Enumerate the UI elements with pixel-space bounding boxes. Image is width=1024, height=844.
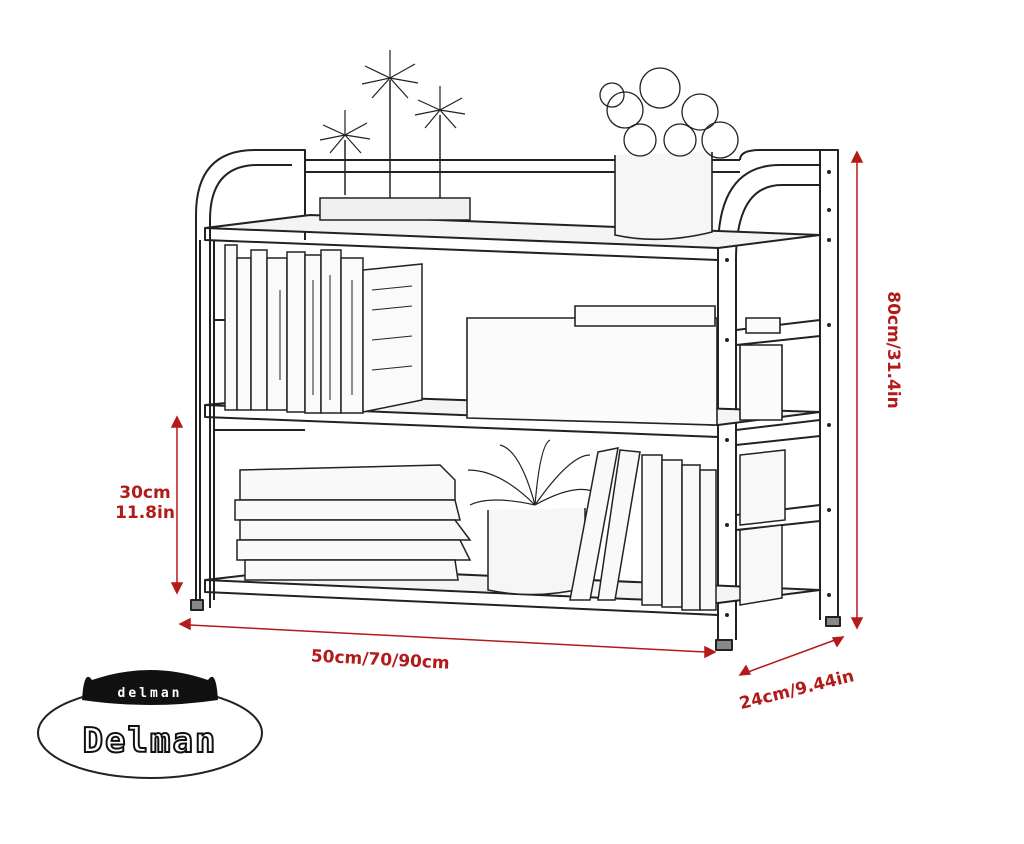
side-bin-icon xyxy=(739,449,786,606)
leaning-books-icon xyxy=(569,447,717,611)
flower-vase-icon xyxy=(319,50,471,221)
depth-label: 24cm/9.44in xyxy=(737,666,856,714)
flower-pot-icon xyxy=(599,67,739,241)
dimension-lines xyxy=(170,150,864,676)
potted-plant-icon xyxy=(467,439,601,596)
book-pile-icon xyxy=(234,464,472,581)
book-stack-icon xyxy=(224,244,423,414)
storage-box-icon xyxy=(466,305,783,426)
logo-small-text: delman xyxy=(118,686,183,701)
height-label: 80cm/31.4in xyxy=(883,291,903,409)
width-label: 50cm/70/90cm xyxy=(310,646,450,673)
shelf-gap-in-label: 11.8in xyxy=(115,503,175,523)
shelf-gap-cm-label: 30cm xyxy=(119,483,170,503)
logo-main-text: Delman xyxy=(83,721,218,761)
delman-logo: delman Delman xyxy=(37,670,263,779)
